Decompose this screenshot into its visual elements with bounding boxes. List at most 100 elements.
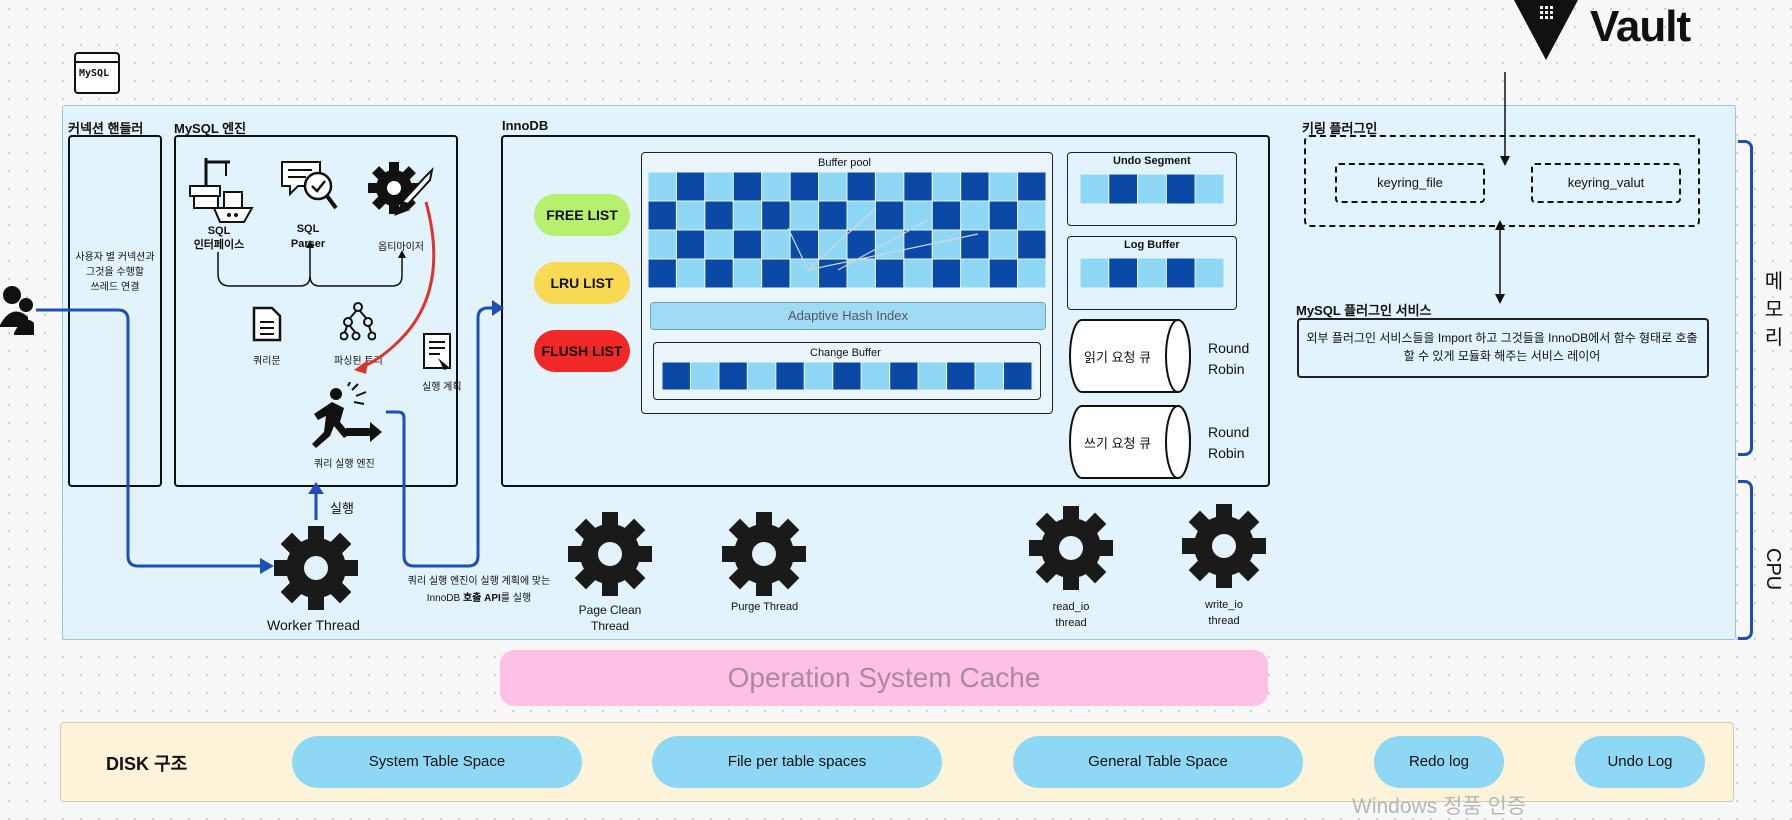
vault-logo: Vault [1512,0,1712,64]
plugin-desc-line1: 외부 플러그인 서비스들을 Import 하고 그것들을 InnoDB에서 함수… [1306,331,1698,345]
vault-label: Vault [1590,2,1691,51]
round-label-2: Round [1208,424,1250,440]
gear-hole [1212,534,1236,558]
write-io-label: write_io thread [1184,597,1264,629]
gear-hole [598,542,622,566]
read-io-gear-icon [1029,506,1113,590]
undo-segment-pages [1080,174,1224,204]
buffer-page [704,258,734,288]
undo-page [1194,174,1224,204]
buffer-page [732,200,763,231]
buffer-page [988,258,1019,288]
buffer-page [846,200,876,231]
buffer-page [988,200,1019,231]
page-clean-label: Page Clean Thread [570,602,650,634]
adaptive-hash-index: Adaptive Hash Index [650,302,1046,330]
innodb-box [501,135,1270,487]
buffer-page [789,229,820,260]
mysql-plugin-service-title: MySQL 플러그인 서비스 [1296,303,1432,318]
plugin-service-box [1297,318,1709,378]
change-buffer-page [860,362,891,390]
buffer-page [648,258,677,288]
keyring-plugin-title: 키링 플러그인 [1302,121,1378,136]
read-io-line2: thread [1055,617,1087,629]
cpu-bracket [1738,480,1753,640]
buffer-page [675,172,706,202]
buffer-page [1017,200,1046,231]
log-buffer-label: Log Buffer [1124,239,1180,251]
change-buffer-page [917,362,948,390]
keyring-file-box: keyring_file [1335,163,1485,203]
buffer-page [903,172,933,202]
write-round-robin: Round Robin [1208,422,1249,464]
change-buffer-page [662,362,691,390]
parse-tree-icon [340,302,376,341]
buffer-page [931,172,962,202]
api-note-line2: InnoDB 호출 API를 실행 [404,590,554,607]
buffer-page [732,172,763,202]
buffer-page [704,200,734,231]
log-page [1194,258,1224,288]
lru-list-pill: LRU LIST [534,262,630,304]
buffer-page [960,258,990,288]
connection-handler-title: 커넥션 핸들러 [68,121,144,136]
windows-watermark: Windows 정품 인증 [1352,795,1527,818]
change-buffer-page [832,362,862,390]
parsed-tree-label: 파싱된 트리 [334,356,383,367]
os-cache-bar: Operation System Cache [500,650,1268,706]
memory-char-3: 리 [1764,327,1784,349]
api-note-prefix: InnoDB [426,593,463,604]
read-io-line1: read_io [1052,601,1090,613]
sql-parser-icon [281,161,338,210]
api-note-bold: 호출 API [462,593,501,604]
cpu-label: CPU [1762,548,1784,591]
buffer-page [761,258,791,288]
file-per-table-spaces: File per table spaces [652,736,942,788]
memory-char-2: 모 [1764,299,1784,321]
gear-hole [1059,536,1083,560]
read-io-label: read_io thread [1031,599,1111,631]
read-queue-label: 읽기 요청 큐 [1084,350,1152,365]
buffer-page [818,258,848,288]
sql-interface-icon [189,158,254,223]
buffer-page [874,200,905,231]
memory-bracket [1738,140,1753,456]
memory-label: 메 모 리 [1762,268,1786,352]
worker-thread-gear-icon [274,526,358,610]
optimizer-label: 옵티마이저 [378,242,424,253]
change-buffer-pages [662,362,1032,390]
change-buffer-page [946,362,976,390]
buffer-page [789,200,820,231]
buffer-page [988,229,1019,260]
worker-thread-label: Worker Thread [267,617,360,633]
change-buffer-page [775,362,805,390]
sql-parser-label: SQL Parser [280,222,336,252]
buffer-page [761,172,791,202]
change-buffer-page [889,362,919,390]
buffer-pool-label: Buffer pool [818,157,872,169]
undo-page [1080,174,1110,204]
purge-thread-gear-icon [722,512,806,596]
api-note-line1: 쿼리 실행 엔진이 실행 계획에 맞는 [407,576,551,587]
buffer-page [648,229,677,260]
buffer-page [675,258,706,288]
query-doc-icon [252,306,282,342]
desc-line-1: 사용자 별 커넥션과 [75,252,155,263]
vault-arrows [1495,72,1510,304]
log-buffer-pages [1080,258,1224,288]
exec-plan-label: 실행 계획 [422,382,462,393]
exec-plan-icon [423,333,451,370]
buffer-page [846,258,876,288]
log-page [1080,258,1110,288]
buffer-page [931,258,962,288]
log-buffer-box [1067,236,1237,310]
vault-triangle-icon [1514,0,1578,60]
log-page [1165,258,1196,288]
api-note-suffix: 를 실행 [500,593,532,604]
optimizer-icon [368,162,434,216]
undo-segment-box [1067,152,1237,226]
query-stmt-label: 쿼리문 [253,356,281,367]
buffer-page [761,200,791,231]
buffer-page [960,172,990,202]
buffer-page [903,258,933,288]
